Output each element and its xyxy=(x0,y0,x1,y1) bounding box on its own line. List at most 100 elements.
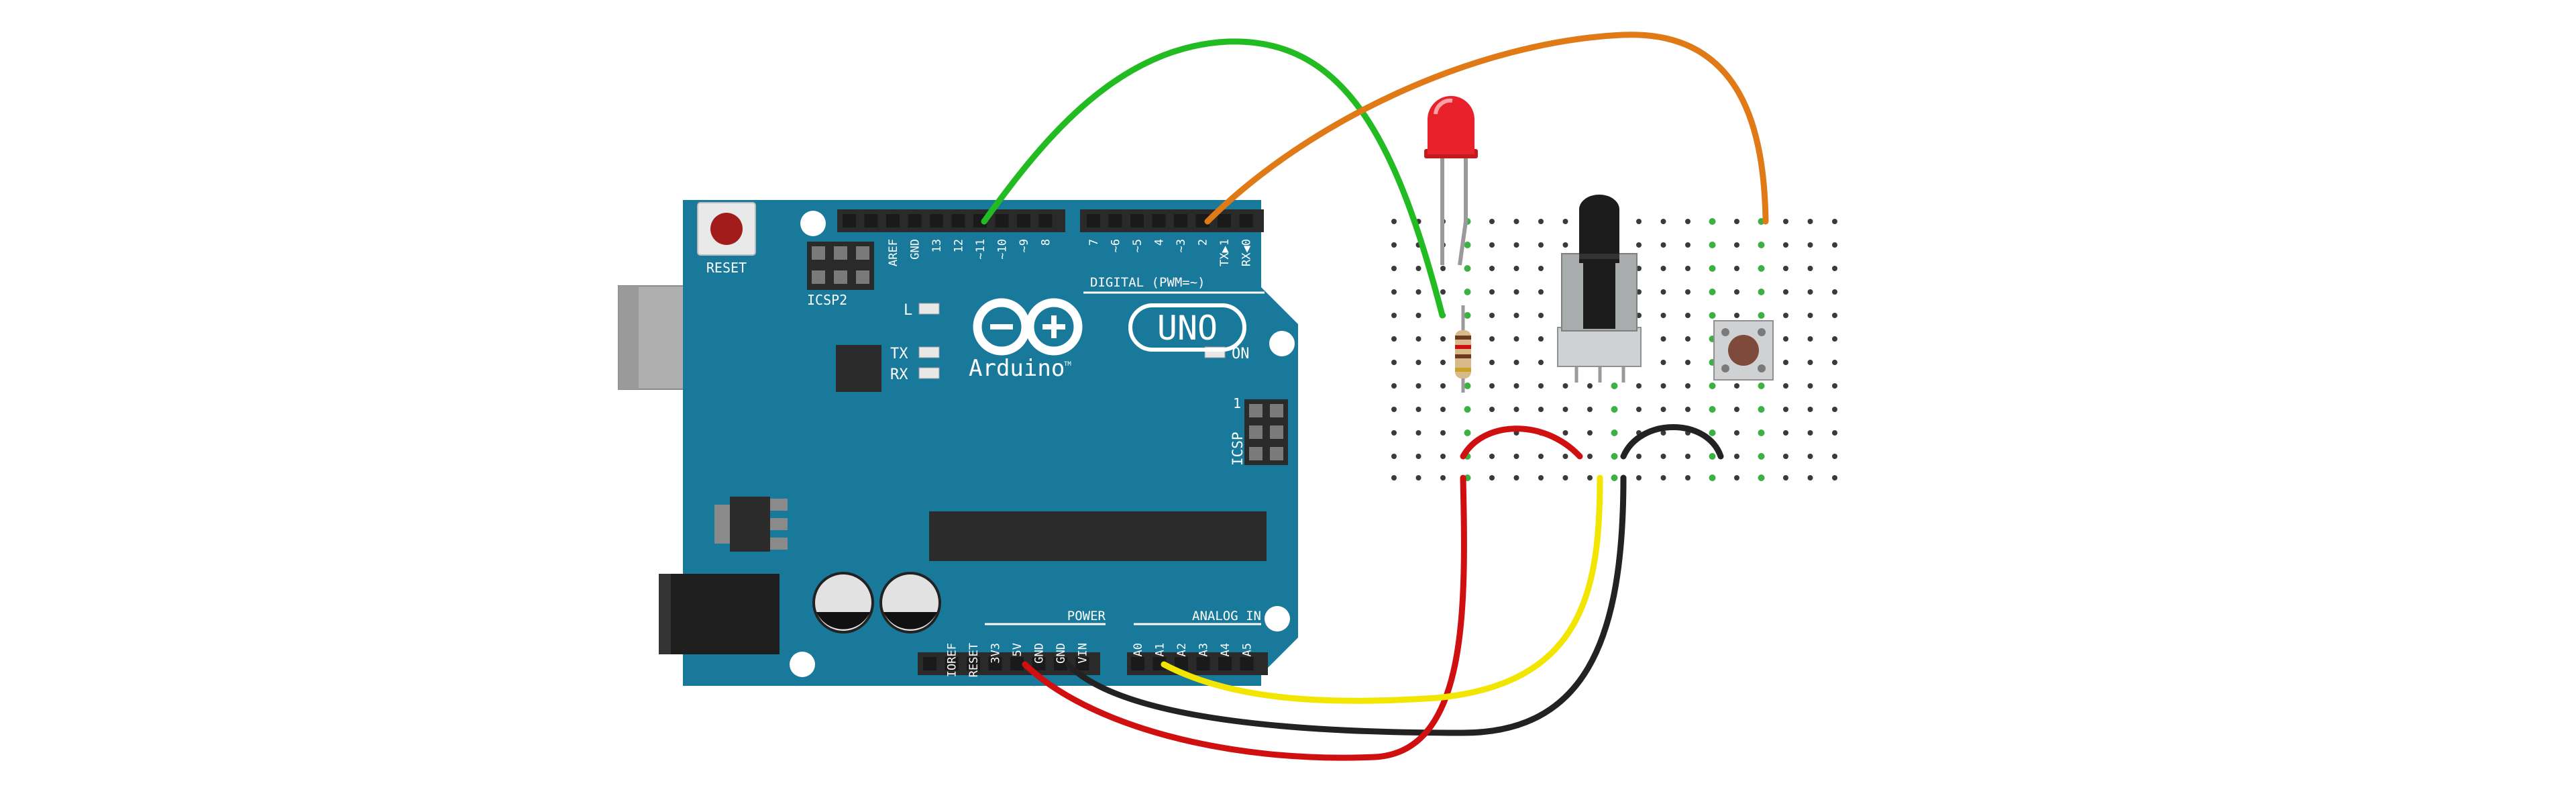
header-socket[interactable] xyxy=(1075,657,1089,670)
breadboard-hole[interactable] xyxy=(1415,454,1421,459)
header-socket[interactable] xyxy=(951,214,965,228)
breadboard-hole[interactable] xyxy=(1758,453,1765,460)
breadboard-hole[interactable] xyxy=(1538,360,1544,365)
breadboard-hole[interactable] xyxy=(1783,430,1788,436)
breadboard-hole[interactable] xyxy=(1464,406,1471,413)
breadboard-hole[interactable] xyxy=(1807,219,1813,224)
breadboard-hole[interactable] xyxy=(1513,454,1519,459)
breadboard-hole[interactable] xyxy=(1538,336,1544,342)
breadboard-hole[interactable] xyxy=(1709,265,1716,272)
breadboard-hole[interactable] xyxy=(1685,360,1690,365)
breadboard-hole[interactable] xyxy=(1538,266,1544,271)
breadboard-hole[interactable] xyxy=(1783,242,1788,248)
breadboard-hole[interactable] xyxy=(1783,289,1788,295)
breadboard-hole[interactable] xyxy=(1709,312,1716,319)
breadboard-hole[interactable] xyxy=(1832,475,1837,481)
breadboard-hole[interactable] xyxy=(1807,475,1813,481)
breadboard-hole[interactable] xyxy=(1832,383,1837,389)
header-socket[interactable] xyxy=(1130,214,1144,228)
breadboard-hole[interactable] xyxy=(1391,360,1397,365)
breadboard-hole[interactable] xyxy=(1415,360,1421,365)
breadboard-hole[interactable] xyxy=(1660,475,1666,481)
breadboard-hole[interactable] xyxy=(1440,475,1446,481)
breadboard-hole[interactable] xyxy=(1562,430,1568,436)
breadboard-hole[interactable] xyxy=(1758,312,1765,319)
breadboard-hole[interactable] xyxy=(1636,407,1642,412)
breadboard-hole[interactable] xyxy=(1685,336,1690,342)
breadboard-hole[interactable] xyxy=(1758,265,1765,272)
breadboard-hole[interactable] xyxy=(1440,407,1446,412)
breadboard-hole[interactable] xyxy=(1709,242,1716,248)
header-socket[interactable] xyxy=(1218,214,1231,228)
breadboard-hole[interactable] xyxy=(1464,312,1471,319)
breadboard-hole[interactable] xyxy=(1440,266,1446,271)
breadboard-hole[interactable] xyxy=(1832,266,1837,271)
breadboard-hole[interactable] xyxy=(1587,454,1593,459)
breadboard-hole[interactable] xyxy=(1807,383,1813,389)
breadboard-hole[interactable] xyxy=(1734,407,1739,412)
breadboard-hole[interactable] xyxy=(1685,289,1690,295)
breadboard-hole[interactable] xyxy=(1391,407,1397,412)
breadboard-hole[interactable] xyxy=(1489,407,1495,412)
breadboard-hole[interactable] xyxy=(1489,219,1495,224)
breadboard-hole[interactable] xyxy=(1783,475,1788,481)
header-socket[interactable] xyxy=(1054,657,1067,670)
wire-black-jumper[interactable] xyxy=(1620,424,1724,460)
breadboard-hole[interactable] xyxy=(1758,289,1765,295)
header-socket[interactable] xyxy=(1174,214,1187,228)
breadboard-hole[interactable] xyxy=(1440,454,1446,459)
breadboard-hole[interactable] xyxy=(1489,475,1495,481)
breadboard-hole[interactable] xyxy=(1415,475,1421,481)
breadboard-hole[interactable] xyxy=(1660,336,1666,342)
breadboard-hole[interactable] xyxy=(1440,289,1446,295)
breadboard-hole[interactable] xyxy=(1832,313,1837,318)
breadboard-hole[interactable] xyxy=(1807,289,1813,295)
breadboard-hole[interactable] xyxy=(1832,430,1837,436)
header-socket[interactable] xyxy=(945,657,959,670)
breadboard-hole[interactable] xyxy=(1832,407,1837,412)
header-socket[interactable] xyxy=(1087,214,1100,228)
breadboard-hole[interactable] xyxy=(1685,407,1690,412)
breadboard-hole[interactable] xyxy=(1391,454,1397,459)
breadboard-hole[interactable] xyxy=(1783,313,1788,318)
breadboard-hole[interactable] xyxy=(1734,454,1739,459)
breadboard-hole[interactable] xyxy=(1758,406,1765,413)
breadboard-hole[interactable] xyxy=(1758,430,1765,436)
breadboard-hole[interactable] xyxy=(1440,383,1446,389)
breadboard-hole[interactable] xyxy=(1807,242,1813,248)
breadboard-hole[interactable] xyxy=(1734,313,1739,318)
breadboard-hole[interactable] xyxy=(1513,407,1519,412)
breadboard-hole[interactable] xyxy=(1391,475,1397,481)
breadboard-hole[interactable] xyxy=(1685,383,1690,389)
wire-red-jumper[interactable] xyxy=(1460,425,1583,460)
breadboard-hole[interactable] xyxy=(1391,219,1397,224)
breadboard-hole[interactable] xyxy=(1415,430,1421,436)
wire-red[interactable] xyxy=(1022,474,1467,761)
breadboard-hole[interactable] xyxy=(1685,475,1690,481)
potentiometer[interactable] xyxy=(1557,195,1642,383)
breadboard-hole[interactable] xyxy=(1758,242,1765,248)
breadboard-hole[interactable] xyxy=(1783,266,1788,271)
header-socket[interactable] xyxy=(908,214,922,228)
breadboard-hole[interactable] xyxy=(1807,430,1813,436)
breadboard-hole[interactable] xyxy=(1685,313,1690,318)
breadboard-hole[interactable] xyxy=(1783,360,1788,365)
breadboard-hole[interactable] xyxy=(1660,313,1666,318)
header-socket[interactable] xyxy=(1017,214,1030,228)
breadboard-hole[interactable] xyxy=(1660,360,1666,365)
header-socket[interactable] xyxy=(1152,214,1166,228)
breadboard-hole[interactable] xyxy=(1709,383,1716,389)
wire-black[interactable] xyxy=(1065,474,1627,736)
breadboard-hole[interactable] xyxy=(1685,219,1690,224)
breadboard-hole[interactable] xyxy=(1538,219,1544,224)
breadboard-hole[interactable] xyxy=(1538,313,1544,318)
breadboard-hole[interactable] xyxy=(1783,407,1788,412)
breadboard-hole[interactable] xyxy=(1807,266,1813,271)
breadboard-hole[interactable] xyxy=(1415,266,1421,271)
breadboard-hole[interactable] xyxy=(1391,383,1397,389)
breadboard-hole[interactable] xyxy=(1783,336,1788,342)
header-socket[interactable] xyxy=(930,214,943,228)
header-socket[interactable] xyxy=(1131,657,1144,670)
breadboard-hole[interactable] xyxy=(1415,289,1421,295)
breadboard-hole[interactable] xyxy=(1758,383,1765,389)
